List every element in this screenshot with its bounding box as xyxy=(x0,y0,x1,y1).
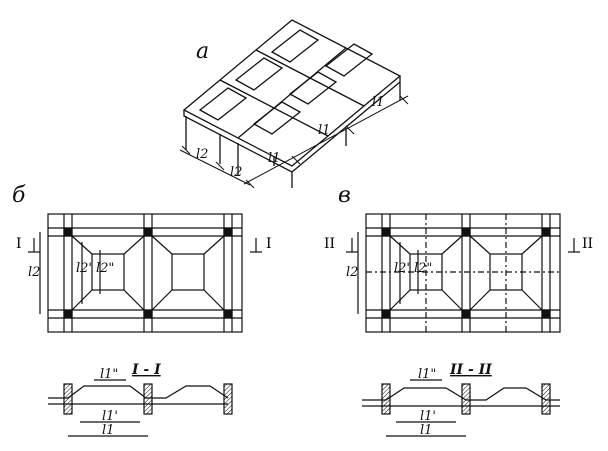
dim-b-l2pp: l2" xyxy=(96,261,114,276)
dim-v-l1pp: l1" xyxy=(418,367,436,382)
dim-v-l1: l1 xyxy=(420,423,432,438)
dim-b-l2: l2 xyxy=(28,265,40,280)
cut-right-v: II xyxy=(582,236,593,252)
dim-b-l1p: l1' xyxy=(102,409,118,424)
section-b-title: I - I xyxy=(131,362,161,378)
dim-v-l1p: l1' xyxy=(420,409,436,424)
dim-b-l2p: l2' xyxy=(76,261,92,276)
dim-b-l1pp: l1" xyxy=(100,367,118,382)
section-v-title: II - II xyxy=(449,362,492,378)
section-v xyxy=(362,379,560,437)
panel-a-label: а xyxy=(196,39,209,64)
panel-v-label: в xyxy=(338,183,351,208)
isometric-view xyxy=(182,19,402,188)
isometric-dimensions xyxy=(179,95,409,189)
dim-l1-2: l1 xyxy=(318,123,330,138)
dim-v-l2pp: l2" xyxy=(414,261,432,276)
dim-b-l1: l1 xyxy=(102,423,114,438)
plan-b xyxy=(28,213,262,333)
panel-b-label: б xyxy=(12,183,26,208)
dim-l1-1: l1 xyxy=(268,151,280,166)
plan-v xyxy=(346,213,580,333)
cut-left-v: II xyxy=(324,236,335,252)
dim-l2-2: l2 xyxy=(230,165,242,180)
dim-l2-1: l2 xyxy=(196,147,208,162)
dim-v-l2p: l2' xyxy=(394,261,410,276)
dim-l1-3: l1 xyxy=(372,95,384,110)
dim-v-l2: l2 xyxy=(346,265,358,280)
cut-right-b: I xyxy=(266,236,272,252)
cut-left-b: I xyxy=(16,236,22,252)
section-b xyxy=(48,379,233,437)
